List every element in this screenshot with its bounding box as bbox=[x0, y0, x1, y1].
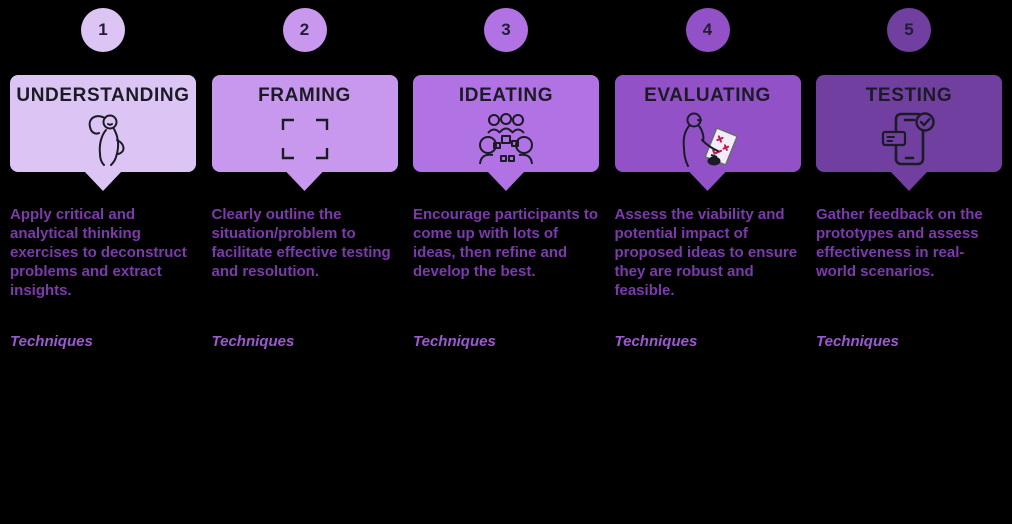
step-description: Clearly outline the situation/problem to… bbox=[211, 206, 391, 280]
card-pointer bbox=[688, 171, 727, 191]
step-number-badge: 2 bbox=[282, 8, 327, 52]
frame-corners-icon bbox=[280, 105, 330, 172]
card-pointer bbox=[285, 171, 324, 191]
step-column-testing: 5 TESTING Gather feedback on the prototy… bbox=[816, 0, 1002, 524]
step-number-badge: 1 bbox=[81, 8, 125, 52]
techniques-label: Techniques bbox=[816, 333, 899, 350]
step-number-row: 2 bbox=[212, 8, 398, 52]
step-number: 2 bbox=[299, 20, 310, 39]
step-number-row: 3 bbox=[413, 8, 599, 52]
thinking-person-icon bbox=[74, 105, 132, 172]
step-card: TESTING bbox=[816, 75, 1002, 191]
step-description: Assess the viability and potential impac… bbox=[614, 206, 798, 299]
step-number: 5 bbox=[904, 20, 914, 39]
step-number-row: 4 bbox=[615, 8, 801, 52]
step-title: IDEATING bbox=[458, 85, 554, 106]
step-title: UNDERSTANDING bbox=[16, 85, 190, 106]
step-description: Encourage participants to come up with l… bbox=[413, 206, 599, 280]
step-number: 3 bbox=[501, 20, 511, 39]
card-pointer bbox=[487, 171, 525, 191]
step-description: Gather feedback on the prototypes and as… bbox=[816, 206, 983, 280]
card-pointer bbox=[84, 171, 122, 191]
step-column-understanding: 1 UNDERSTANDING Apply critical and analy… bbox=[10, 0, 196, 524]
step-title: EVALUATING bbox=[644, 85, 771, 106]
techniques-label: Techniques bbox=[10, 333, 93, 350]
step-number-row: 5 bbox=[816, 8, 1002, 52]
step-title: TESTING bbox=[865, 85, 953, 106]
brainstorm-group-icon bbox=[477, 105, 535, 172]
phone-check-icon bbox=[879, 105, 939, 172]
step-number: 4 bbox=[702, 20, 713, 39]
step-card: EVALUATING bbox=[614, 75, 801, 191]
step-column-ideating: 3 IDEATING bbox=[413, 0, 599, 524]
step-card: FRAMING bbox=[211, 75, 398, 191]
card-pointer bbox=[890, 171, 928, 191]
step-number-row: 1 bbox=[10, 8, 196, 52]
techniques-label: Techniques bbox=[413, 333, 496, 350]
step-number: 1 bbox=[98, 20, 108, 39]
techniques-label: Techniques bbox=[211, 333, 295, 350]
step-description: Apply critical and analytical thinking e… bbox=[10, 206, 187, 299]
techniques-label: Techniques bbox=[614, 333, 698, 350]
step-number-badge: 4 bbox=[685, 8, 730, 52]
step-number-badge: 3 bbox=[484, 8, 528, 52]
step-title: FRAMING bbox=[258, 85, 351, 106]
step-column-framing: 2 FRAMING Clearly outline the situation/… bbox=[211, 0, 398, 524]
step-card: IDEATING bbox=[413, 75, 599, 191]
person-checklist-icon bbox=[677, 105, 739, 172]
step-number-badge: 5 bbox=[887, 8, 931, 52]
step-column-evaluating: 4 EVALUATING bbox=[614, 0, 801, 524]
step-card: UNDERSTANDING bbox=[10, 75, 196, 191]
